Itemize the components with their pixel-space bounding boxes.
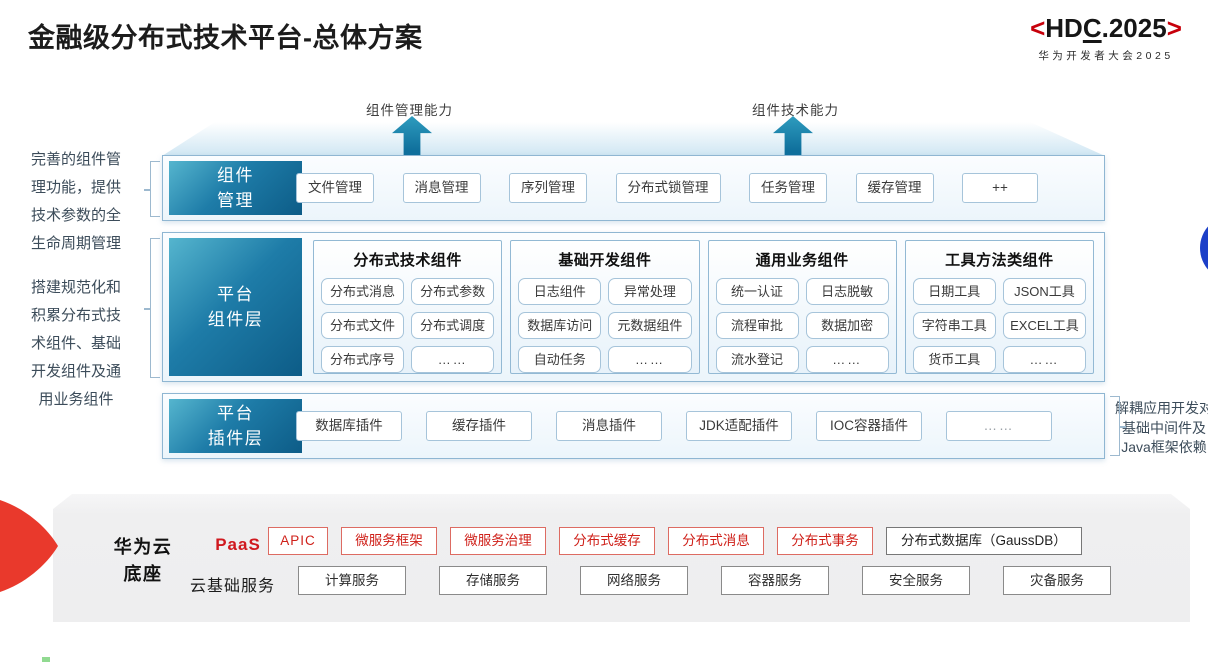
paas-service-box: 微服务治理: [450, 527, 546, 555]
cloud-service-box: 安全服务: [862, 566, 970, 595]
bracket-left-icon: [144, 161, 160, 217]
component-chip: 日志组件: [518, 278, 602, 305]
component-groups: 分布式技术组件 分布式消息 分布式参数 分布式文件 分布式调度 分布式序号 ………: [313, 240, 1094, 374]
component-box: 任务管理: [749, 173, 827, 203]
cloud-service-box: 计算服务: [298, 566, 406, 595]
bracket-left-icon: [144, 238, 160, 378]
group-basic-dev: 基础开发组件 日志组件 异常处理 数据库访问 元数据组件 自动任务 ……: [510, 240, 700, 374]
hdc-logo-wordmark: <HDC.2025>: [1008, 13, 1204, 44]
gaussdb-box: 分布式数据库（GaussDB）: [886, 527, 1082, 555]
cloud-service-box: 网络服务: [580, 566, 688, 595]
cloud-services-row: 计算服务 存储服务 网络服务 容器服务 安全服务 灾备服务: [298, 566, 1111, 595]
component-chip-more: ……: [608, 346, 692, 373]
component-chip: 分布式调度: [411, 312, 495, 339]
capability-label-technology: 组件技术能力: [752, 103, 839, 118]
component-chip-more: ……: [1002, 346, 1086, 373]
component-box-plus: ++: [962, 173, 1038, 203]
component-chip: 分布式参数: [411, 278, 495, 305]
component-chip: 数据加密: [805, 312, 889, 339]
paas-service-box: 分布式缓存: [559, 527, 655, 555]
red-arrow-icon: [0, 500, 58, 592]
group-grid: 日期工具 JSON工具 字符串工具 EXCEL工具 货币工具 ……: [912, 278, 1086, 373]
group-title: 基础开发组件: [558, 252, 652, 269]
logo-close-bracket: >: [1166, 13, 1182, 43]
paas-service-box: 分布式事务: [777, 527, 873, 555]
foundation-label: 华为云 底座: [113, 537, 173, 584]
component-box: 序列管理: [509, 173, 587, 203]
cursor-artifact: [42, 657, 50, 662]
component-management-items: 文件管理 消息管理 序列管理 分布式锁管理 任务管理 缓存管理 ++: [296, 156, 1038, 220]
group-title: 工具方法类组件: [945, 252, 1054, 269]
component-chip: 自动任务: [518, 346, 602, 373]
plugin-box: 消息插件: [556, 411, 662, 441]
capability-label-management: 组件管理能力: [366, 103, 453, 118]
note-decoupling: 解耦应用开发对基础中间件及Java框架依赖: [1115, 400, 1208, 455]
component-chip: 流水登记: [715, 346, 799, 373]
component-chip: JSON工具: [1002, 278, 1086, 305]
component-chip: 日期工具: [912, 278, 996, 305]
page-title: 金融级分布式技术平台-总体方案: [28, 23, 423, 53]
paas-label: PaaS: [215, 535, 261, 554]
paas-service-box: APIC: [268, 527, 328, 555]
component-chip: 统一认证: [715, 278, 799, 305]
component-box: 分布式锁管理: [615, 173, 721, 203]
logo-year: .2025: [1101, 13, 1167, 43]
component-chip: 分布式消息: [321, 278, 405, 305]
component-chip: EXCEL工具: [1002, 312, 1086, 339]
layer-platform-components: 平台 组件层 分布式技术组件 分布式消息 分布式参数 分布式文件 分布式调度 分…: [162, 232, 1105, 382]
component-chip: 字符串工具: [912, 312, 996, 339]
huawei-cloud-foundation-panel: [53, 494, 1190, 622]
group-title: 通用业务组件: [755, 252, 849, 269]
cloud-service-box: 灾备服务: [1003, 566, 1111, 595]
hdc-logo: <HDC.2025> 华为开发者大会2025: [1008, 13, 1204, 63]
group-grid: 分布式消息 分布式参数 分布式文件 分布式调度 分布式序号 ……: [321, 278, 495, 373]
cloud-service-box: 存储服务: [439, 566, 547, 595]
layer-component-management: 组件 管理 文件管理 消息管理 序列管理 分布式锁管理 任务管理 缓存管理 ++: [162, 155, 1105, 221]
logo-c-underlined: C: [1082, 13, 1102, 43]
cloud-basic-services-label: 云基础服务: [190, 578, 276, 595]
component-chip-more: ……: [411, 346, 495, 373]
plugin-box: 缓存插件: [426, 411, 532, 441]
component-box: 缓存管理: [855, 173, 934, 203]
note-platform-components: 搭建规范化和积累分布式技术组件、基础开发组件及通用业务组件: [30, 279, 121, 408]
component-chip: 分布式序号: [321, 346, 405, 373]
plugin-box-more: ……: [946, 411, 1052, 441]
layer-label-component-management: 组件 管理: [169, 161, 302, 215]
hdc-logo-subtitle: 华为开发者大会2025: [1038, 50, 1174, 62]
plugin-box: JDK适配插件: [686, 411, 792, 441]
component-chip: 日志脱敏: [805, 278, 889, 305]
component-chip-more: ……: [805, 346, 889, 373]
group-grid: 统一认证 日志脱敏 流程审批 数据加密 流水登记 ……: [715, 278, 889, 373]
paas-service-box: 微服务框架: [341, 527, 437, 555]
component-chip: 流程审批: [715, 312, 799, 339]
logo-open-bracket: <: [1030, 13, 1046, 43]
component-chip: 分布式文件: [321, 312, 405, 339]
component-chip: 数据库访问: [518, 312, 602, 339]
paas-services-row: APIC 微服务框架 微服务治理 分布式缓存 分布式消息 分布式事务 分布式数据…: [268, 527, 1082, 555]
plugin-box: 数据库插件: [296, 411, 402, 441]
component-chip: 货币工具: [912, 346, 996, 373]
panel-top-face: [162, 122, 1105, 156]
layer-label-platform-components: 平台 组件层: [169, 238, 302, 376]
cloud-service-box: 容器服务: [721, 566, 829, 595]
plugin-box: IOC容器插件: [816, 411, 922, 441]
group-distributed-tech: 分布式技术组件 分布式消息 分布式参数 分布式文件 分布式调度 分布式序号 ……: [313, 240, 503, 374]
layer-label-platform-plugins: 平台 插件层: [169, 399, 302, 453]
note-component-management: 完善的组件管理功能，提供技术参数的全生命周期管理: [30, 151, 121, 252]
group-utility-methods: 工具方法类组件 日期工具 JSON工具 字符串工具 EXCEL工具 货币工具 ……: [904, 240, 1094, 374]
component-box: 消息管理: [402, 173, 481, 203]
blue-dot-decoration: [1200, 215, 1208, 281]
bracket-right-icon: [1110, 396, 1126, 456]
component-chip: 异常处理: [608, 278, 692, 305]
paas-service-box: 分布式消息: [668, 527, 764, 555]
layer-platform-plugins: 平台 插件层 数据库插件 缓存插件 消息插件 JDK适配插件 IOC容器插件 ……: [162, 393, 1105, 459]
logo-hd: HD: [1045, 13, 1083, 43]
component-chip: 元数据组件: [608, 312, 692, 339]
component-box: 文件管理: [296, 173, 374, 203]
plugin-items: 数据库插件 缓存插件 消息插件 JDK适配插件 IOC容器插件 ……: [296, 394, 1052, 458]
group-common-business: 通用业务组件 统一认证 日志脱敏 流程审批 数据加密 流水登记 ……: [707, 240, 897, 374]
group-grid: 日志组件 异常处理 数据库访问 元数据组件 自动任务 ……: [518, 278, 692, 373]
group-title: 分布式技术组件: [353, 252, 462, 269]
